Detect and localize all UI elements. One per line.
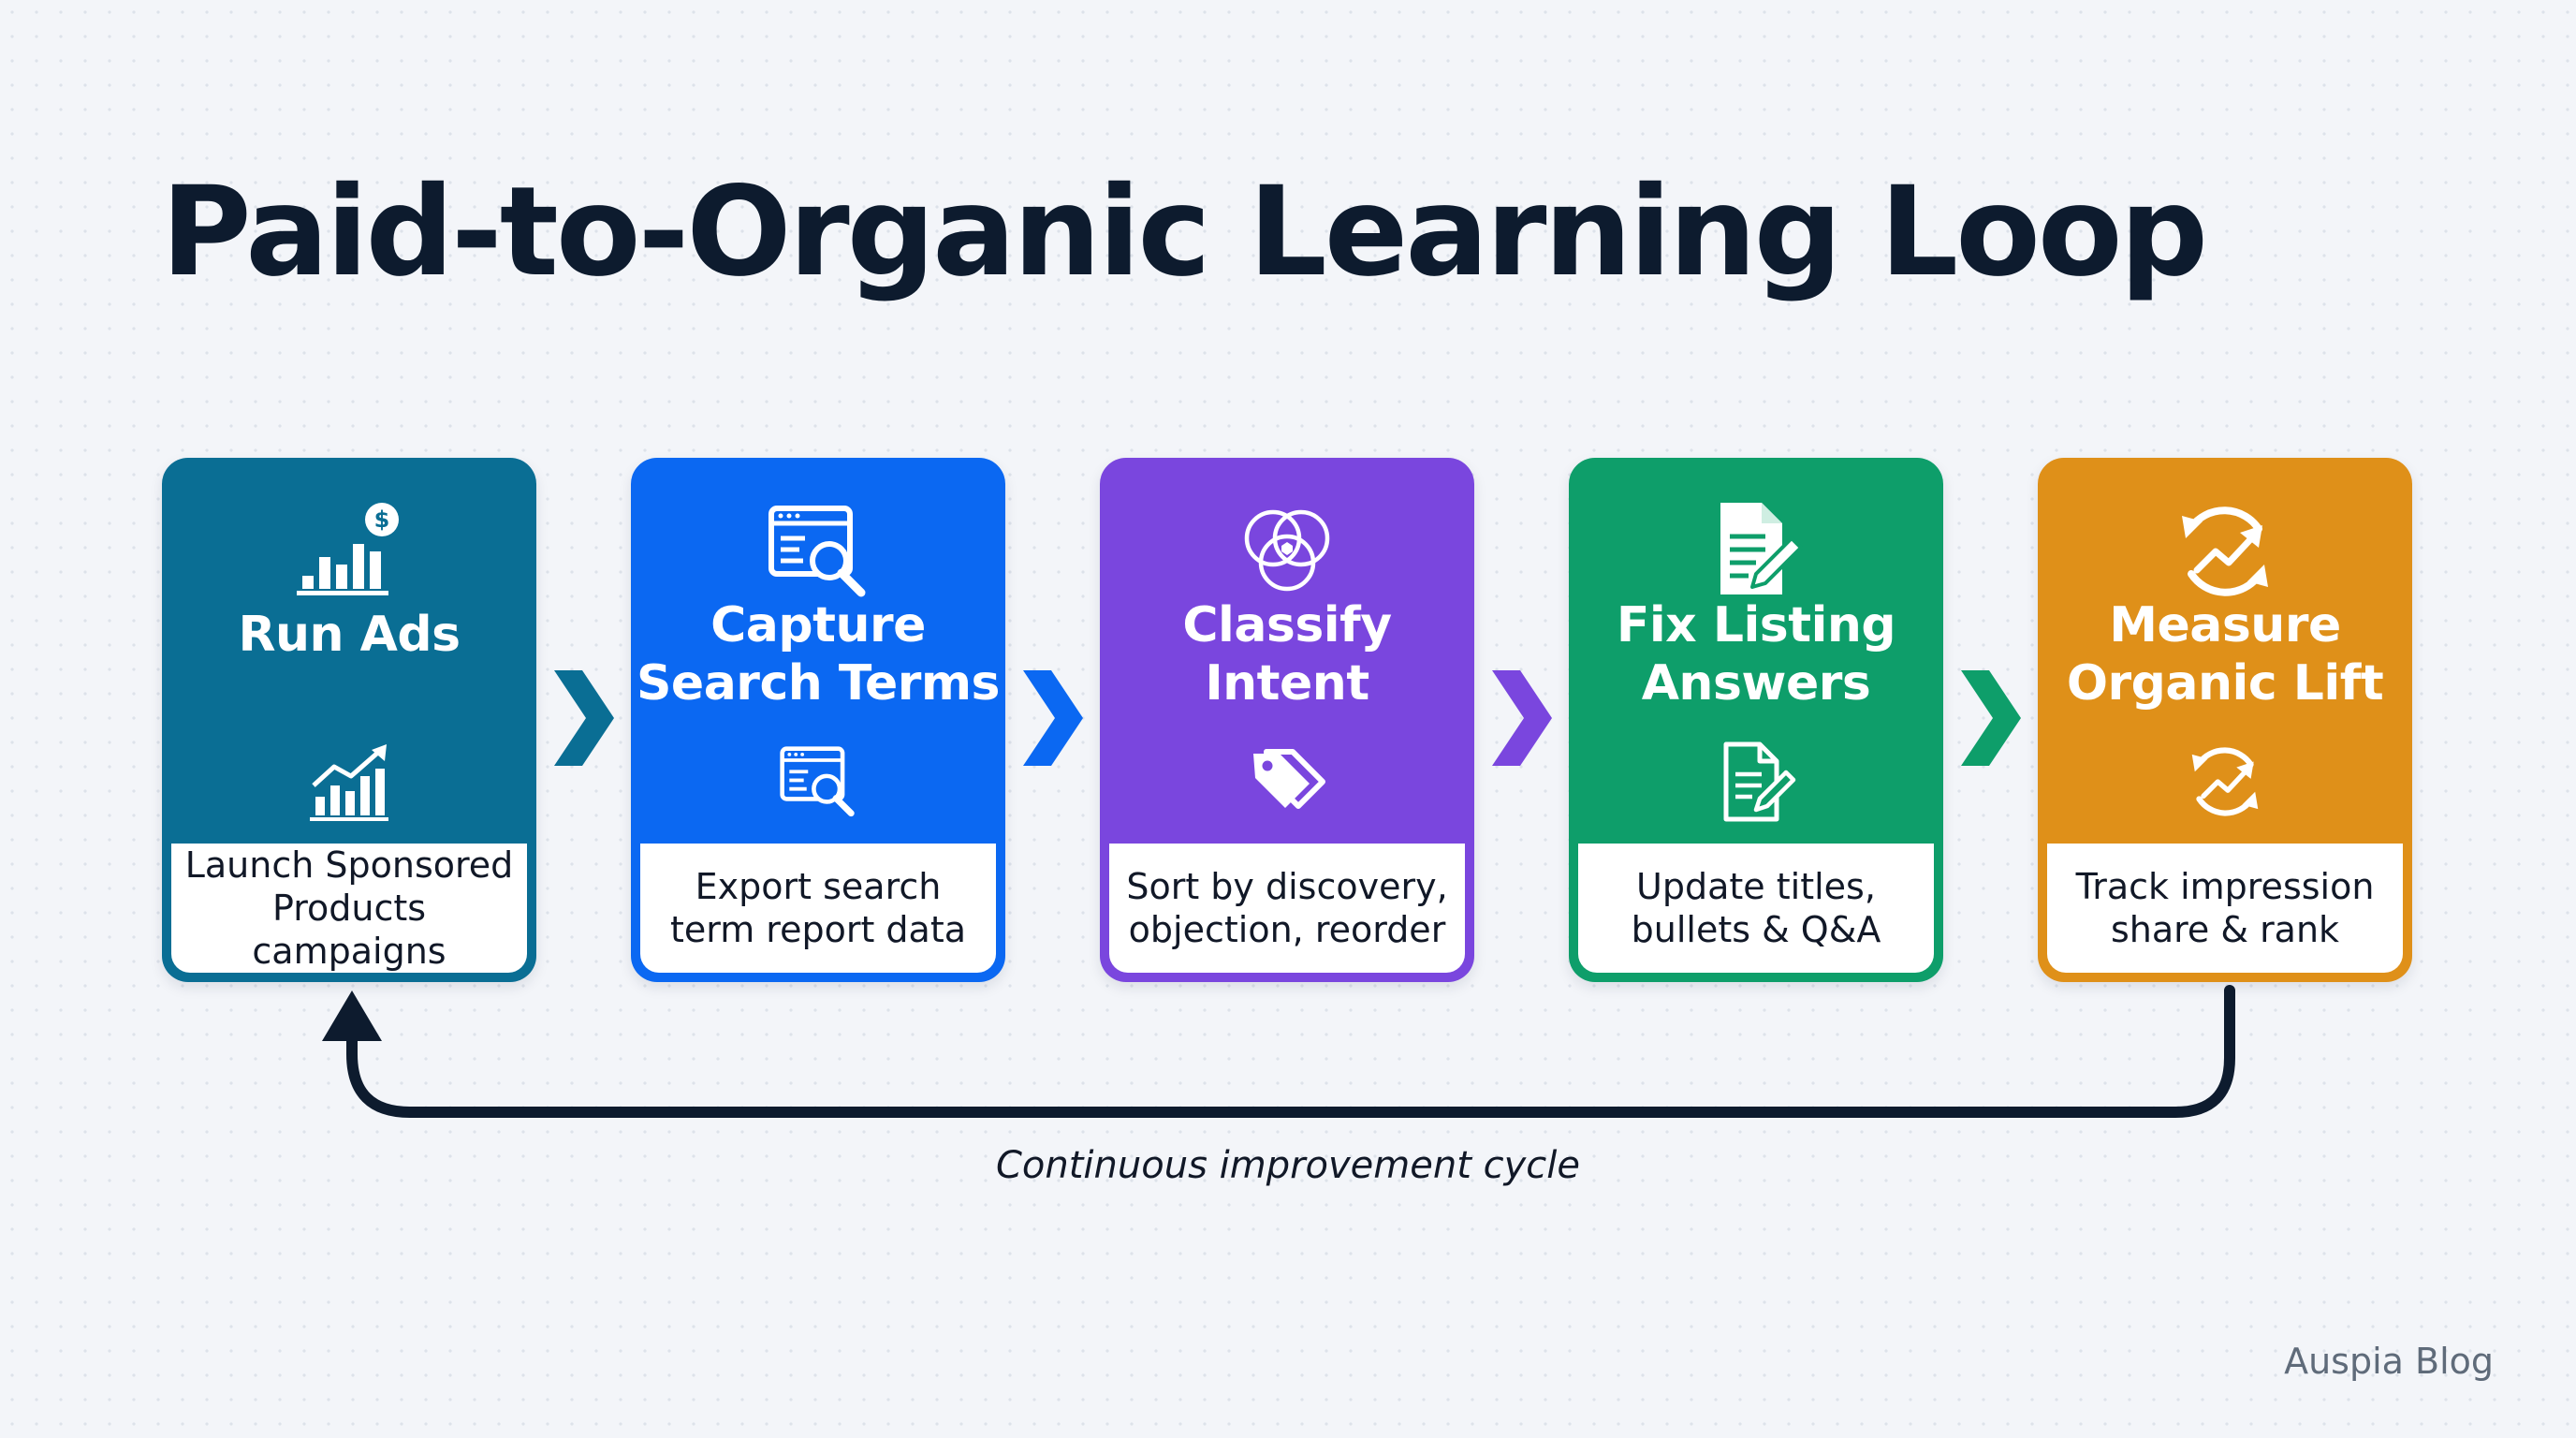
bar-chart-dollar-icon: $ <box>293 495 405 608</box>
document-edit-icon <box>1713 739 1799 825</box>
svg-text:$: $ <box>374 506 390 533</box>
growth-cycle-icon <box>2182 739 2268 825</box>
tags-icon <box>1244 739 1330 825</box>
step-title: Classify Intent <box>1182 597 1392 712</box>
loop-return-arrow <box>322 985 2235 1118</box>
step-description: Track impression share & rank <box>2075 866 2375 950</box>
venn-diagram-icon <box>1231 495 1343 608</box>
step-card-capture-search-terms: Capture Search Terms Export search term … <box>631 458 1005 982</box>
step-title: Fix Listing Answers <box>1616 597 1896 712</box>
step-description: Launch Sponsored Products campaigns <box>184 844 514 972</box>
chevron-right-icon <box>1492 670 1552 766</box>
growth-cycle-icon <box>2169 495 2281 608</box>
step-description: Sort by discovery, objection, reorder <box>1126 866 1448 950</box>
step-card-measure-organic-lift: Measure Organic Lift Track impression sh… <box>2038 458 2412 982</box>
document-search-icon <box>775 739 861 825</box>
step-description-box: Sort by discovery, objection, reorder <box>1109 844 1465 973</box>
step-description: Update titles, bullets & Q&A <box>1631 866 1881 950</box>
cycle-label: Continuous improvement cycle <box>995 1144 1580 1187</box>
chevron-right-icon <box>1961 670 2021 766</box>
chevron-right-icon <box>554 670 614 766</box>
step-title: Measure Organic Lift <box>2066 597 2384 712</box>
step-description-box: Update titles, bullets & Q&A <box>1578 844 1934 973</box>
step-description-box: Track impression share & rank <box>2047 844 2403 973</box>
brand-label: Auspia Blog <box>2284 1341 2494 1382</box>
step-title: Run Ads <box>238 607 461 663</box>
step-title: Capture Search Terms <box>636 597 1001 712</box>
trending-bar-chart-icon <box>306 739 392 825</box>
document-search-icon <box>762 495 874 608</box>
step-card-classify-intent: Classify Intent Sort by discovery, objec… <box>1100 458 1474 982</box>
step-card-fix-listing-answers: Fix Listing Answers Update titles, bulle… <box>1569 458 1943 982</box>
document-edit-icon <box>1700 495 1812 608</box>
step-description-box: Export search term report data <box>640 844 996 973</box>
step-description: Export search term report data <box>669 866 967 950</box>
chevron-right-icon <box>1023 670 1083 766</box>
step-description-box: Launch Sponsored Products campaigns <box>171 844 527 973</box>
page-title: Paid-to-Organic Learning Loop <box>161 160 2208 304</box>
step-card-run-ads: $ Run Ads Launch Sponsored Products camp… <box>162 458 536 982</box>
